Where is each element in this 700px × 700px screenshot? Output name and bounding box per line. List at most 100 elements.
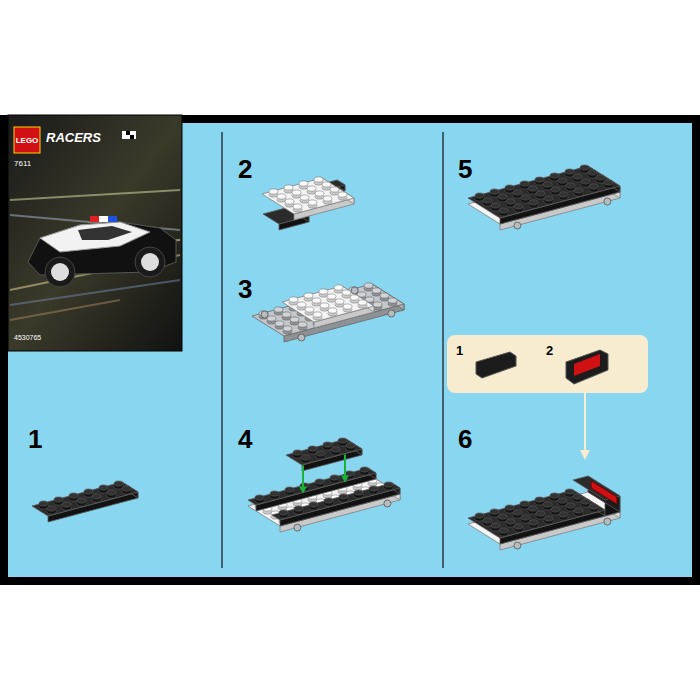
stud-top [77, 498, 86, 503]
stud-top [513, 510, 522, 515]
plate-top [32, 482, 138, 516]
plate-top [262, 178, 354, 214]
stud-top [267, 316, 276, 321]
wheel-holder [388, 310, 395, 317]
stud-top [269, 189, 278, 194]
stud-top [346, 443, 355, 448]
stud-top [299, 181, 308, 186]
stud-top [270, 491, 279, 496]
stud-top [279, 510, 288, 515]
assembly-arrow [302, 466, 304, 488]
stud-top [343, 304, 352, 309]
stud-top [544, 196, 553, 201]
stud-top [558, 498, 567, 503]
stud-top [551, 507, 560, 512]
stud-top [521, 195, 530, 200]
stud-top [499, 528, 508, 533]
step-number: 1 [28, 426, 42, 452]
stud-top [566, 503, 575, 508]
stud-top [490, 509, 499, 514]
stud-top [316, 451, 325, 456]
lego-plate [248, 473, 400, 532]
stud-top [558, 178, 567, 183]
stud-top [107, 490, 116, 495]
assembly-arrowhead [341, 475, 349, 482]
plate-front [500, 512, 620, 550]
stud-top [505, 185, 514, 190]
stud-top [566, 183, 575, 188]
stud-top [498, 514, 507, 519]
callout-piece [476, 352, 516, 378]
stud-top [328, 308, 337, 313]
stud-top [588, 170, 597, 175]
stud-top [535, 497, 544, 502]
stud-top [285, 487, 294, 492]
stud-top [573, 494, 582, 499]
stud-top [255, 495, 264, 500]
plate-front [500, 192, 620, 230]
stud-top [573, 174, 582, 179]
stud-top [84, 489, 93, 494]
stud-top [47, 506, 56, 511]
stud-top [543, 182, 552, 187]
assembly-arrow [344, 454, 346, 476]
car-rim [141, 253, 159, 271]
wheel-holder [384, 500, 391, 507]
stud-top [315, 191, 324, 196]
lego-plate [468, 165, 620, 224]
stud-top [293, 204, 302, 209]
stud-top [364, 283, 373, 288]
stud-top [99, 485, 108, 490]
stud-top [319, 289, 328, 294]
stud-top [581, 499, 590, 504]
lego-plate [573, 476, 620, 516]
car-wheel [135, 247, 165, 277]
stud-top [335, 299, 344, 304]
callout-pointer-head [580, 450, 590, 460]
stud-top [324, 498, 333, 503]
stud-top [314, 177, 323, 182]
step-number: 6 [458, 426, 472, 452]
lego-plate [468, 172, 620, 230]
stud-top [483, 198, 492, 203]
stud-top [514, 524, 523, 529]
plate-top [468, 166, 620, 218]
car-rim [51, 263, 69, 281]
stud-top [589, 504, 598, 509]
callout-box [447, 335, 648, 393]
stud-top [62, 502, 71, 507]
plate-top [272, 483, 400, 520]
stud-top [293, 450, 302, 455]
stud-top [551, 187, 560, 192]
lego-plate [262, 177, 354, 220]
page-frame [0, 115, 700, 585]
stud-top [483, 518, 492, 523]
stud-top [475, 513, 484, 518]
plate-top [286, 439, 362, 465]
stud-top [309, 502, 318, 507]
stud-top [529, 520, 538, 525]
stud-top [529, 200, 538, 205]
stud-top [39, 501, 48, 506]
stud-top [294, 506, 303, 511]
stud-top [513, 190, 522, 195]
wheel-holder [294, 524, 301, 531]
stud-top [369, 486, 378, 491]
stud-top [297, 302, 306, 307]
wheel-holder [298, 334, 305, 341]
stud-top [320, 303, 329, 308]
stud-top [308, 200, 317, 205]
stud-top [331, 447, 340, 452]
racers-check [122, 131, 136, 139]
stud-top [604, 180, 613, 185]
stud-top [292, 190, 301, 195]
car-wheel [45, 257, 75, 287]
stud-top [543, 502, 552, 507]
step-number: 3 [238, 276, 252, 302]
stud-top [380, 293, 389, 298]
assembly-arrowhead [299, 487, 307, 494]
stud-top [313, 312, 322, 317]
stud-top [580, 165, 589, 170]
